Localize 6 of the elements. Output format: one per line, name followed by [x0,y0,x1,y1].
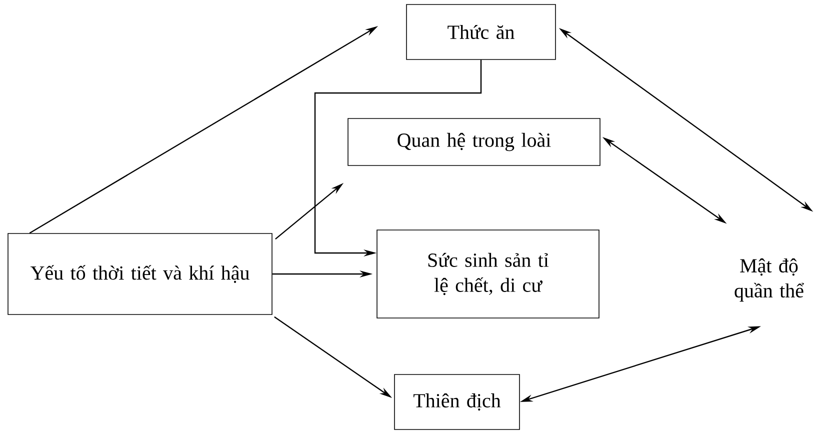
process-box: Sức sinh sản tỉ lệ chết, di cư [376,230,600,318]
process-box: Quan hệ trong loài [348,118,600,166]
node-text: Mật độ quần thể [734,258,804,302]
process-box: Yếu tố thời tiết và khí hậu [8,233,272,315]
process-box: Thức ăn [406,4,556,60]
process-box: Thiên địch [394,374,520,430]
